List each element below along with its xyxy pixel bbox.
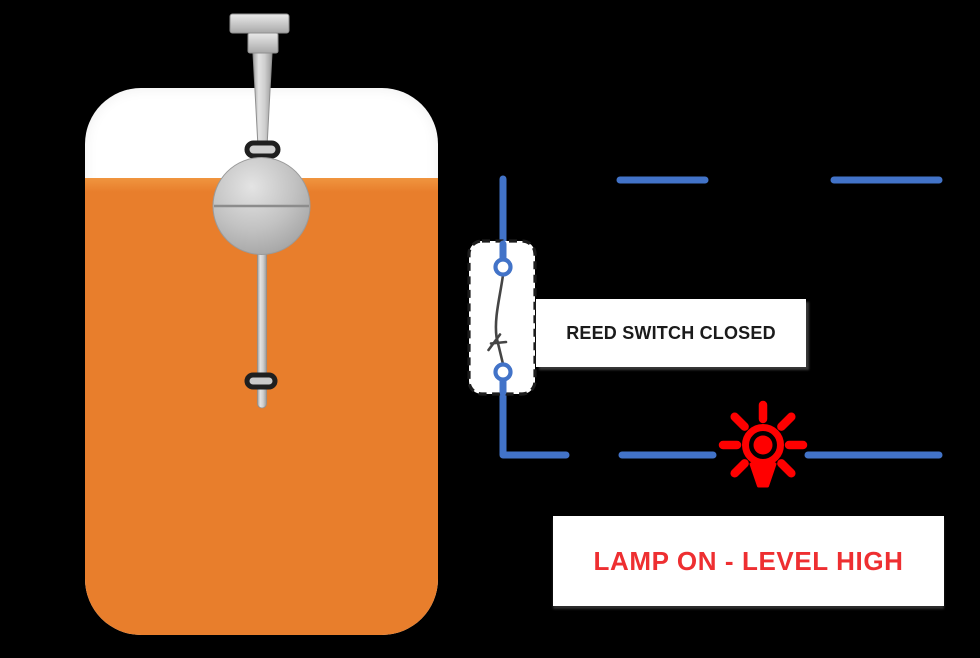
reed-terminal-top — [493, 257, 513, 277]
lamp-bulb-base — [749, 462, 777, 488]
lamp-icon — [718, 400, 808, 488]
reed-contact — [494, 273, 505, 366]
reed-switch — [467, 239, 537, 396]
float-collar-bottom — [244, 372, 278, 390]
float-collar-top — [244, 140, 281, 159]
float-mount-cap — [229, 13, 290, 34]
reed-terminal-bottom — [493, 362, 513, 382]
reed-switch-label-text: REED SWITCH CLOSED — [566, 322, 776, 343]
float-stem — [252, 52, 273, 148]
lamp-rays — [718, 400, 808, 478]
circuit-wires — [499, 175, 943, 459]
reed-contact-tick — [489, 340, 508, 345]
lamp-bulb-center — [753, 435, 773, 455]
float-switch-assembly — [212, 13, 311, 409]
lamp-status-label: LAMP ON - LEVEL HIGH — [553, 516, 944, 606]
lamp-status-label-text: LAMP ON - LEVEL HIGH — [593, 545, 904, 576]
wire-bottom-corner — [499, 387, 570, 459]
float-mount-neck — [247, 32, 279, 54]
reed-switch-label: REED SWITCH CLOSED — [536, 299, 806, 367]
